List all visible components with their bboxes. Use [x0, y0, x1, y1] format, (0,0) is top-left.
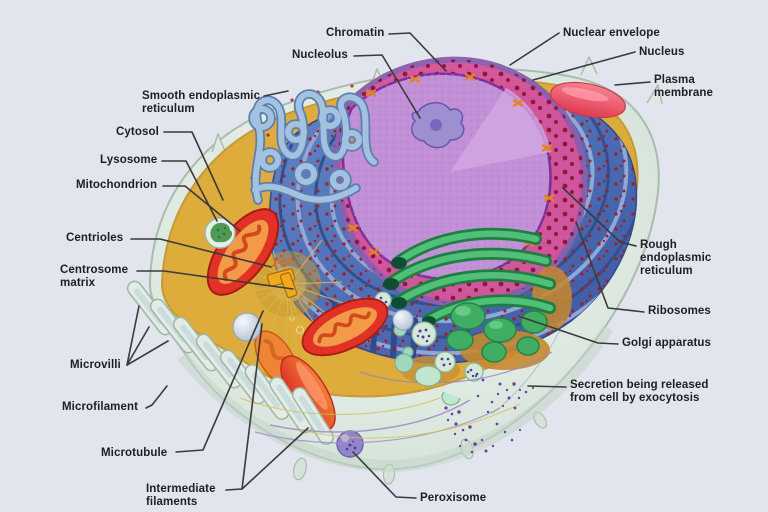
leader-microfilament	[145, 385, 168, 409]
label-golgi-apparatus: Golgi apparatus	[622, 337, 712, 349]
golgi-apparatus	[374, 227, 572, 384]
leader-smooth-er	[263, 90, 289, 97]
membrane-shading	[177, 324, 614, 473]
label-microvilli: Microvilli	[70, 359, 121, 371]
surface-filaments	[239, 351, 553, 444]
leader-microvilli-3	[126, 340, 169, 366]
chromatin-wedge	[450, 88, 551, 172]
label-microtubule: Microtubule	[101, 447, 168, 459]
leader-centrioles	[130, 238, 272, 268]
label-centrioles: Centrioles	[66, 232, 124, 244]
exocytosis-secretion	[394, 353, 535, 454]
centrioles	[266, 258, 298, 299]
label-peroxisome: Peroxisome	[420, 492, 487, 504]
leader-peroxisome	[352, 451, 417, 499]
label-nuclear-envelope: Nuclear envelope	[563, 27, 660, 39]
nucleus	[334, 56, 588, 307]
leader-secretion	[527, 385, 567, 388]
leader-microvilli-2	[126, 326, 150, 366]
pink-organelle	[550, 81, 626, 119]
label-nucleus: Nucleus	[639, 46, 685, 58]
label-chromatin: Chromatin	[326, 27, 385, 39]
nucleolus-core	[430, 119, 442, 131]
leader-nucleus	[532, 51, 636, 81]
leader-lysosome	[161, 160, 218, 222]
label-smooth-er: Smooth endoplasmic reticulum	[142, 90, 261, 115]
leader-rough-er	[562, 187, 637, 247]
label-intermediate-filaments: Intermediate filaments	[146, 483, 216, 508]
label-ribosomes: Ribosomes	[648, 305, 711, 317]
golgi-sac-openings	[383, 257, 436, 326]
label-mitochondrion: Mitochondrion	[76, 179, 158, 191]
leader-nuclear-envelope	[509, 32, 560, 66]
mitochondrion-3	[280, 355, 336, 431]
leader-mitochondrion	[162, 185, 241, 232]
leader-chromatin	[388, 32, 447, 72]
leader-intermediate-filaments-2	[241, 427, 309, 490]
label-plasma-membrane: Plasma membrane	[654, 74, 713, 99]
vesicle-sphere-2	[392, 309, 414, 331]
leader-plasma-membrane	[614, 81, 651, 86]
leader-nucleolus	[353, 54, 421, 119]
peroxisome	[336, 430, 364, 458]
leader-ribosomes	[575, 221, 645, 313]
leader-microvilli-1	[126, 305, 140, 366]
smooth-er	[248, 89, 379, 205]
label-microfilament: Microfilament	[62, 401, 139, 413]
label-lysosome: Lysosome	[100, 154, 158, 166]
leader-centrosome-matrix	[136, 270, 294, 290]
label-centrosome-matrix: Centrosome matrix	[60, 264, 129, 289]
lysosome	[204, 217, 236, 249]
leader-cytosol	[163, 131, 224, 201]
label-rough-er: Rough endoplasmic reticulum	[640, 239, 712, 277]
secretion-dots	[444, 370, 535, 454]
leader-golgi	[520, 316, 619, 345]
label-cytosol: Cytosol	[116, 126, 159, 138]
label-secretion: Secretion being released from cell by ex…	[570, 379, 709, 404]
label-nucleolus: Nucleolus	[292, 49, 348, 61]
leader-lines	[126, 32, 651, 499]
leader-microtubule	[175, 310, 264, 453]
